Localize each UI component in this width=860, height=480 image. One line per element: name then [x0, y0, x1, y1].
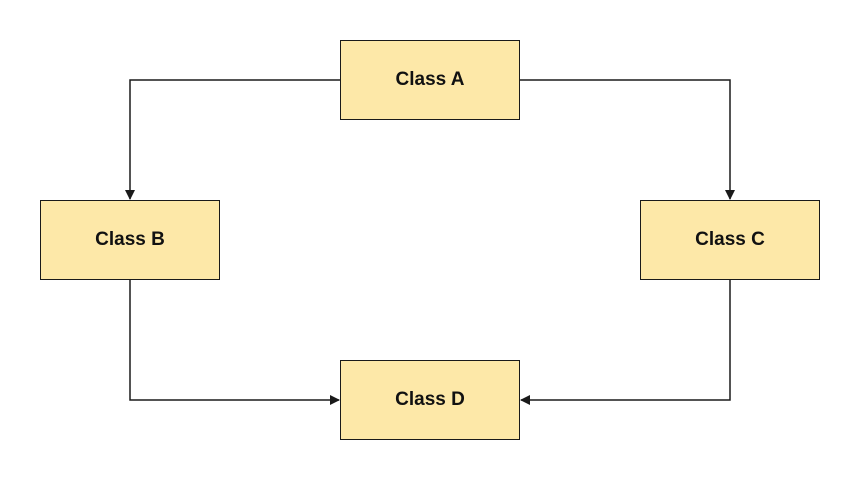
class-c-node[interactable]: Class C [640, 200, 820, 280]
edge-a-to-b [125, 79, 340, 200]
class-b-label: Class B [95, 229, 165, 250]
class-a-node[interactable]: Class A [340, 40, 520, 120]
class-c-label: Class C [695, 229, 765, 250]
edge-c-to-d [520, 280, 731, 405]
class-a-label: Class A [395, 69, 465, 90]
edge-a-to-c [520, 79, 735, 200]
class-d-node[interactable]: Class D [340, 360, 520, 440]
class-b-node[interactable]: Class B [40, 200, 220, 280]
class-d-label: Class D [395, 389, 465, 410]
edge-b-to-d [129, 280, 340, 405]
